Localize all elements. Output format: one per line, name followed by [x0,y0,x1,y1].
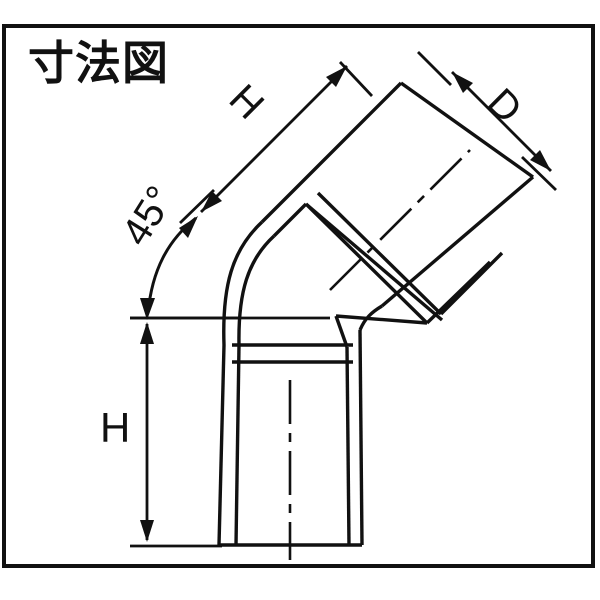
vertical-pipe-inner-left-wall [234,344,241,546]
elbow-outer-curve-left [222,220,264,346]
elbow-crotch-seam [334,315,349,348]
page-title: 寸法図 [28,36,169,90]
branch-socket-shoulder-a [304,202,429,325]
d-diagonal-arrow-start [452,72,473,93]
branch-bore-lower-wall [335,314,428,325]
d-diagonal-ext-tick-end [521,155,557,192]
branch-bore-upper-start [272,202,308,238]
h-diagonal-arrow-start [201,191,222,212]
drawing-border-frame [2,24,595,568]
branch-socket-shoulder-b [316,191,443,316]
elbow-crotch-group [334,304,383,348]
angle-arrow-lower [140,298,155,320]
branch-axis-centerline [329,149,471,291]
h-diagonal-dim-line [200,65,348,213]
dimension-d-diagonal [417,51,557,192]
centerlines-group [288,149,471,560]
branch-socket-step-outer [439,251,504,316]
d-diagonal-arrow-end [530,150,551,171]
dimension-h-diagonal [179,61,374,225]
branch-end-face [400,81,534,179]
d-diagonal-dim-line [451,71,552,172]
h-vertical-arrow-bottom [140,520,154,542]
vertical-pipe-outer-right-wall [358,329,364,546]
dimension-label-h-vertical: H [100,404,131,451]
d-diagonal-ext-tick-start [417,51,452,86]
branch-socket-inner-seam [304,202,444,322]
elbow-crotch-outer [358,304,383,331]
angled-branch-body [260,81,535,325]
vertical-pipe-outer-left-wall [217,344,226,546]
h-diagonal-arrow-end [326,66,347,87]
branch-outer-lower-wall [380,175,535,308]
elbow-inner-curve-left [237,234,276,346]
elbow-outer-curve-group [222,220,276,346]
h-vertical-arrow-top [140,322,154,344]
vertical-pipe-body [217,329,364,547]
angle-arrow-upper [179,216,198,238]
branch-outer-upper-wall [260,81,403,224]
vertical-pipe-inner-right-wall [345,346,351,546]
dimension-h-vertical [130,316,238,548]
branch-socket-step-inner [425,260,492,325]
h-diagonal-ext-tick-start [179,188,215,225]
